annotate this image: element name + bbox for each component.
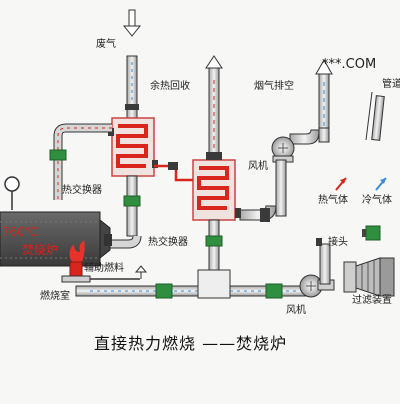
fan-riser-pipe xyxy=(319,243,331,285)
mixing-box xyxy=(197,269,231,299)
flue-exhaust-stack xyxy=(289,58,333,145)
label-heat-exchanger-2: 热交换器 xyxy=(148,237,188,248)
fan-top xyxy=(271,136,295,163)
legend-pipe xyxy=(365,91,385,141)
heat-exchanger-2 xyxy=(192,152,241,221)
fan-bottom xyxy=(299,274,335,298)
pipe-joint xyxy=(125,104,139,110)
label-cold-gas: 冷气体 xyxy=(362,195,392,206)
pipe-elbow xyxy=(239,205,277,221)
fan-to-hx2-pipe xyxy=(275,159,287,217)
label-flue-gas-exhaust: 烟气排空 xyxy=(254,81,294,92)
watermark-text: ***.COM xyxy=(322,57,377,72)
label-combustion-chamber: 燃烧室 xyxy=(40,291,70,302)
heat-exchanger-1 xyxy=(108,117,158,177)
valve-green xyxy=(155,283,173,299)
valve-green xyxy=(49,149,67,161)
label-fan-top: 风机 xyxy=(248,161,268,172)
valve-green xyxy=(265,283,283,299)
legend-cold-gas-arrow xyxy=(375,177,387,191)
legend-hot-gas-arrow xyxy=(335,177,347,191)
valve-green xyxy=(205,235,223,247)
waste-gas-inlet-arrow xyxy=(122,9,142,37)
legend-valve xyxy=(362,225,381,241)
valve-green xyxy=(123,195,141,207)
legend-joint xyxy=(316,238,322,246)
label-filter: 过滤装置 xyxy=(352,295,392,306)
label-incinerator: 焚烧炉 xyxy=(22,243,59,257)
temperature-gauge xyxy=(4,176,20,210)
label-hot-gas: 热气体 xyxy=(318,195,348,206)
diagram-title: 直接热力燃烧 ——焚烧炉 xyxy=(94,334,288,353)
label-waste-gas: 废气 xyxy=(96,39,116,50)
incinerator-furnace xyxy=(0,211,112,267)
bottom-duct xyxy=(75,283,315,299)
pipe-joint xyxy=(260,208,270,222)
filter-device xyxy=(343,257,395,297)
aux-fuel-line xyxy=(90,265,148,280)
label-fan-bottom: 风机 xyxy=(286,305,306,316)
label-heat-exchanger-1: 热交换器 xyxy=(62,185,102,196)
label-joint: 接头 xyxy=(328,237,348,248)
label-heat-recovery: 余热回收 xyxy=(150,81,190,92)
pipe-joint xyxy=(168,162,178,170)
label-temperature: 760℃ xyxy=(2,225,39,239)
label-pipe: 管道 xyxy=(382,79,400,90)
burner-flame xyxy=(61,240,91,283)
hot-gas-line xyxy=(154,164,193,182)
heat-recovery-arrow xyxy=(205,55,223,159)
label-aux-fuel: 辅助燃料 xyxy=(84,263,124,274)
